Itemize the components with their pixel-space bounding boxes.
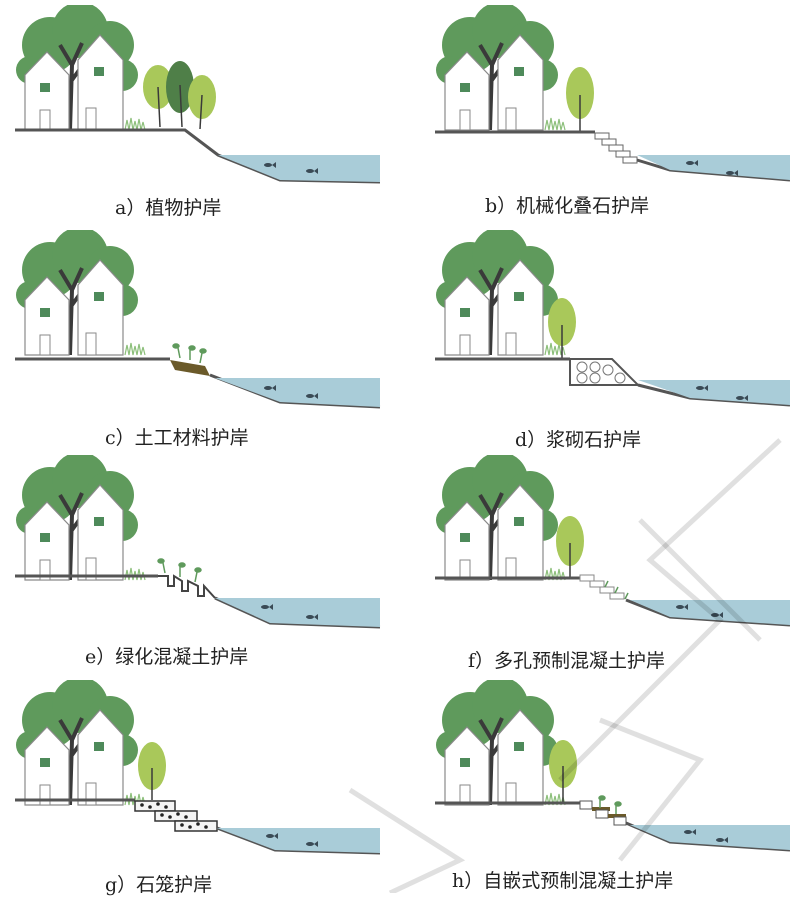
shrub-trees [143, 61, 216, 130]
panel-f-porous-precast-revetment: f）多孔预制混凝土护岸 [430, 455, 790, 672]
gabion-cages [134, 800, 218, 832]
mortar-stone-wall [569, 358, 641, 386]
panel-d-illustration [434, 230, 790, 407]
panel-h-self-embedded-precast-revetment: h）自嵌式预制混凝土护岸 [430, 680, 790, 892]
leaf-tree [566, 67, 594, 131]
panel-g-gabion-revetment: g）石笼护岸 [10, 680, 390, 896]
panel-d-mortar-stone-revetment: d）浆砌石护岸 [430, 230, 790, 451]
panel-c-illustration [14, 230, 381, 409]
leaf-tree [548, 298, 576, 358]
leaf-tree [138, 742, 166, 800]
panel-a-illustration [14, 5, 381, 184]
panel-a-plant-revetment: a）植物护岸 [10, 5, 390, 219]
panel-g-caption: g）石笼护岸 [105, 874, 213, 896]
stacked-stones [594, 132, 638, 164]
geotextile-mat [170, 360, 210, 376]
panel-c-caption: c）土工材料护岸 [105, 427, 249, 449]
seedlings [172, 343, 207, 364]
green-concrete-blocks [158, 574, 216, 599]
panel-b-illustration [434, 5, 790, 182]
panel-h-caption: h）自嵌式预制混凝土护岸 [452, 870, 674, 892]
panel-c-geosynthetic-revetment: c）土工材料护岸 [10, 230, 390, 449]
panel-e-green-concrete-revetment: e）绿化混凝土护岸 [10, 455, 390, 668]
panel-g-illustration [14, 680, 381, 855]
panel-f-illustration [434, 455, 790, 627]
panel-b-caption: b）机械化叠石护岸 [485, 195, 650, 217]
panel-e-illustration [14, 455, 381, 629]
porous-precast-blocks [579, 574, 625, 600]
panel-e-caption: e）绿化混凝土护岸 [85, 646, 249, 668]
panel-d-caption: d）浆砌石护岸 [515, 429, 642, 451]
panel-a-caption: a）植物护岸 [115, 197, 222, 219]
panel-h-illustration [434, 680, 790, 852]
seedlings [157, 558, 202, 583]
leaf-tree [549, 740, 577, 802]
panel-b-stacked-stone-revetment: b）机械化叠石护岸 [430, 5, 790, 217]
self-embedded-blocks [579, 800, 627, 826]
panel-f-caption: f）多孔预制混凝土护岸 [468, 650, 666, 672]
water [218, 155, 380, 182]
leaf-tree [556, 516, 584, 577]
